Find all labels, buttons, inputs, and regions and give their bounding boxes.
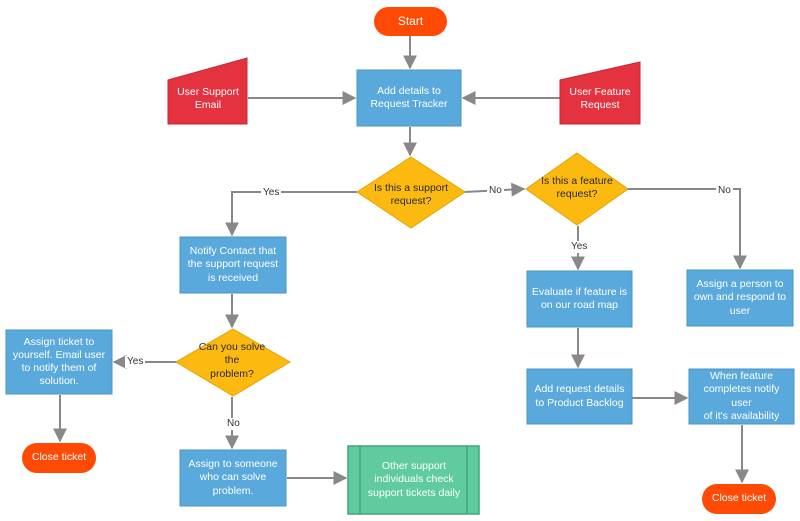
solve-decision-shape bbox=[175, 328, 291, 397]
support-yes-label: Yes bbox=[261, 187, 282, 199]
assign-person-shape bbox=[686, 269, 794, 327]
add-details-shape bbox=[356, 69, 462, 127]
notify-user-feature-shape bbox=[688, 368, 795, 425]
close-ticket-right-shape bbox=[702, 484, 776, 514]
solve-yes-label: Yes bbox=[125, 356, 146, 368]
close-ticket-left-shape bbox=[22, 443, 96, 473]
assign-someone-shape bbox=[179, 449, 287, 507]
user-support-email-input: User Support Email bbox=[177, 85, 239, 111]
add-request-backlog-shape bbox=[526, 368, 633, 425]
close-ticket-left-terminal: Close ticket bbox=[31, 451, 87, 464]
feature-no-label: No bbox=[716, 185, 733, 197]
notify-contact-process: Notify Contact that the support request … bbox=[187, 245, 279, 284]
feature-decision-shape bbox=[525, 152, 629, 226]
user-feature-request-input: User Feature Request bbox=[569, 85, 631, 111]
can-you-solve-decision: Can you solve the problem? bbox=[198, 341, 266, 380]
other-support-subprocess: Other support individuals check support … bbox=[367, 460, 461, 499]
support-no-label: No bbox=[487, 185, 504, 197]
feature-yes-label: Yes bbox=[569, 241, 590, 253]
assign-ticket-self-shape bbox=[5, 329, 113, 395]
notify-user-feature-process: When feature completes notify user of it… bbox=[703, 370, 780, 422]
assign-ticket-self-process: Assign ticket to yourself. Email user to… bbox=[12, 335, 106, 388]
assign-someone-process: Assign to someone who can solve problem. bbox=[188, 458, 278, 497]
is-feature-decision: Is this a feature request? bbox=[541, 174, 613, 200]
edge-support-yes bbox=[225, 191, 357, 237]
add-details-process: Add details to Request Tracker bbox=[370, 84, 448, 110]
solve-no-label: No bbox=[225, 418, 242, 430]
evaluate-feature-shape bbox=[526, 270, 633, 328]
support-decision-shape bbox=[356, 156, 466, 229]
add-request-backlog-process: Add request details to Product Backlog bbox=[534, 383, 625, 409]
start-terminal: Start bbox=[397, 13, 424, 28]
assign-person-process: Assign a person to own and respond to us… bbox=[693, 278, 787, 317]
edge-feature-no bbox=[627, 188, 747, 270]
start-terminal-shape bbox=[374, 7, 447, 36]
evaluate-feature-process: Evaluate if feature is on our road map bbox=[531, 285, 628, 311]
notify-contact-shape bbox=[179, 236, 287, 294]
user-support-email-shape bbox=[167, 57, 248, 125]
user-feature-request-shape bbox=[559, 61, 641, 125]
is-support-decision: Is this a support request? bbox=[373, 181, 449, 207]
close-ticket-right-terminal: Close ticket bbox=[711, 492, 767, 505]
other-support-shape bbox=[347, 445, 480, 515]
